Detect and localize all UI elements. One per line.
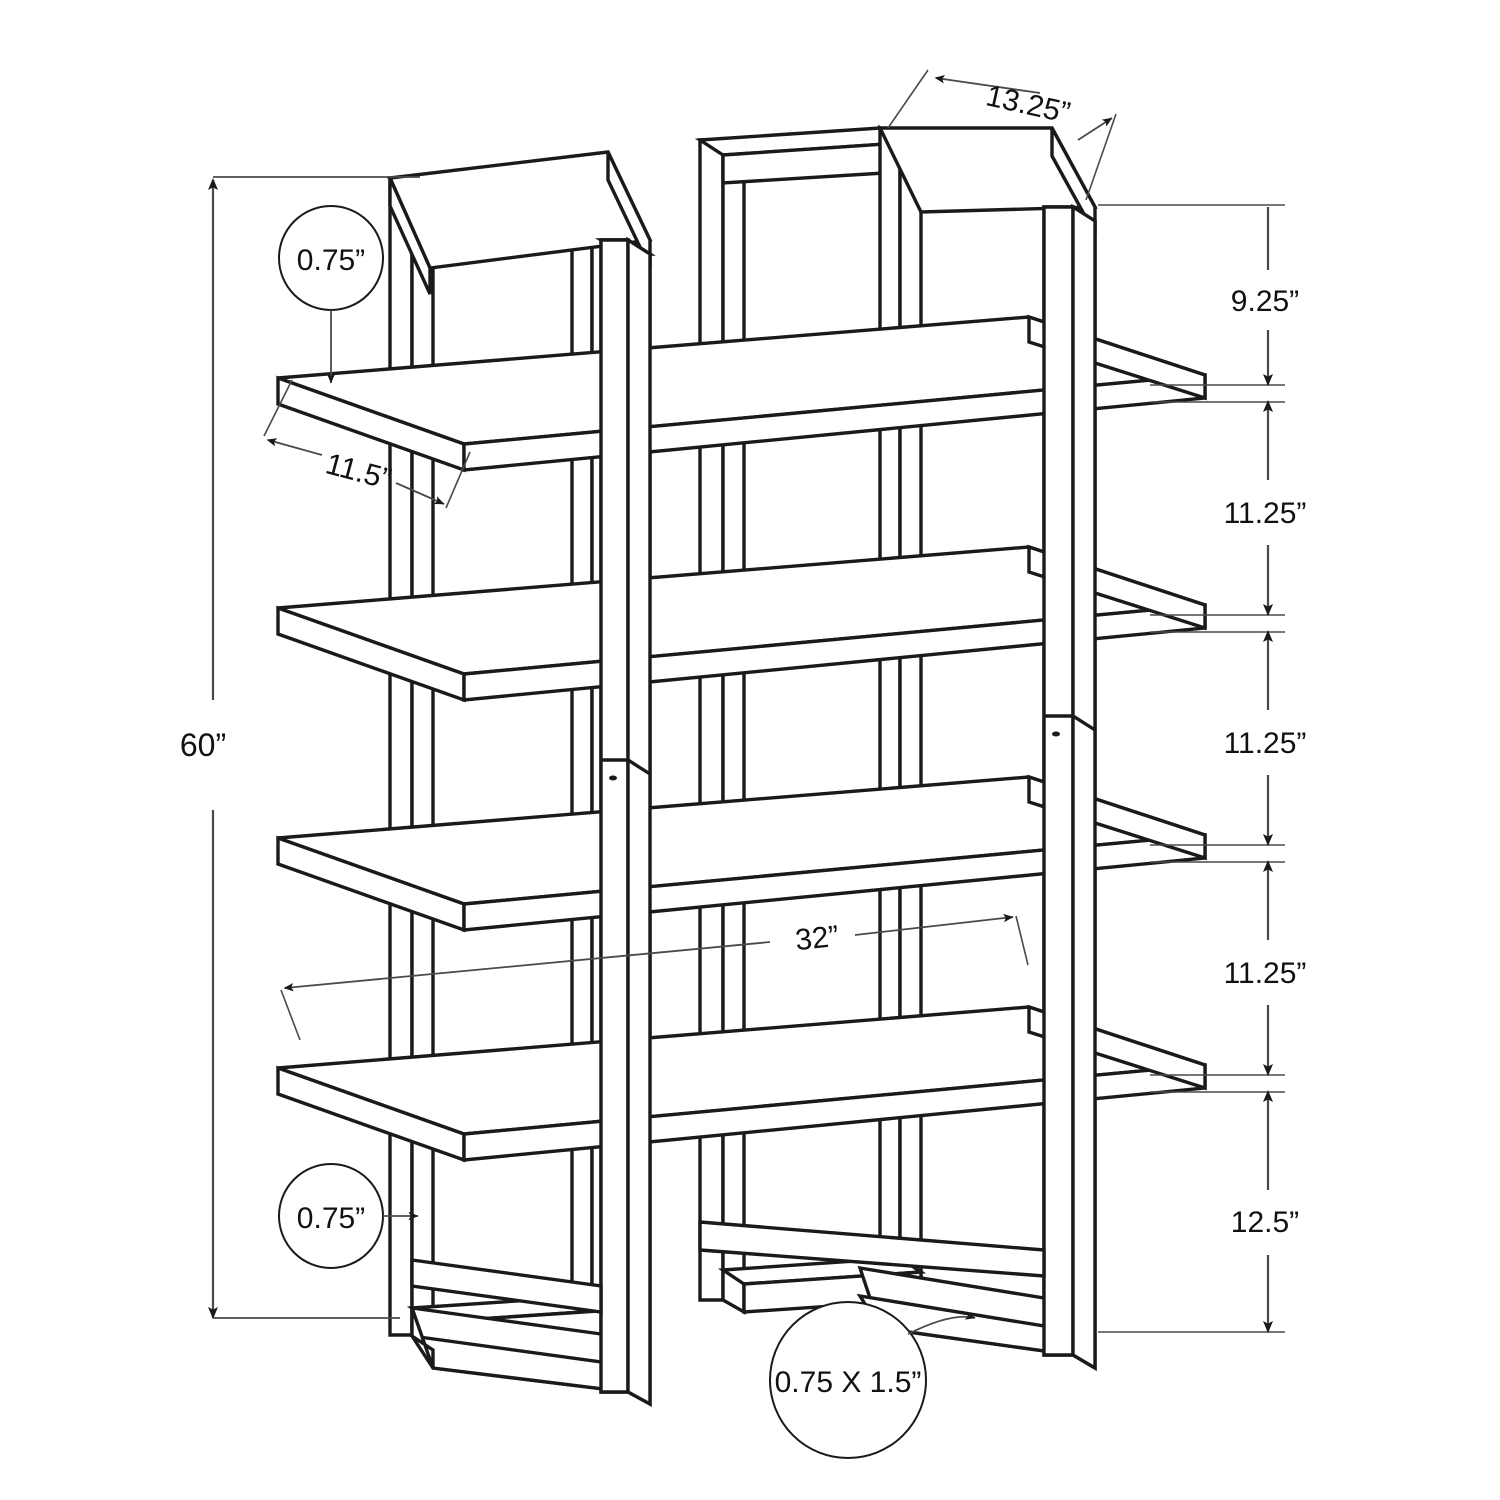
dimension-text-layer: 60” 13.25” 11.5” 32” 0.75” 0.75” 0.75 X … <box>180 79 1307 1399</box>
bookcase-geometry <box>276 124 1207 1407</box>
dim-shelf-depth <box>263 379 471 509</box>
label-thickness-top: 0.75” <box>297 244 365 277</box>
post-joint-left <box>601 758 651 781</box>
dimension-annotations <box>208 69 1285 1459</box>
lower-rear-rails <box>410 1220 1046 1314</box>
label-shelf-depth: 11.5” <box>322 447 394 496</box>
dim-overall-height <box>208 176 420 1319</box>
label-gap-1: 9.25” <box>1231 285 1299 318</box>
label-overall-width: 32” <box>794 920 841 957</box>
left-top-depth-rail <box>387 150 653 295</box>
dim-overall-width <box>280 913 1029 1041</box>
front-left-post-overlay <box>599 236 652 1407</box>
dim-extension-lines-right <box>1098 204 1285 1333</box>
dim-depth-top <box>887 69 1117 201</box>
right-top-depth-rail <box>877 126 1098 235</box>
callout-leader-frame-profile <box>907 1311 976 1335</box>
label-thickness-bottom: 0.75” <box>297 1202 365 1235</box>
callout-circle-frame-profile <box>769 1301 927 1459</box>
rear-right-frame <box>694 124 927 1315</box>
label-depth-top: 13.25” <box>983 79 1073 130</box>
label-overall-height: 60” <box>180 727 226 763</box>
rear-left-frame <box>384 162 619 1352</box>
label-gap-2: 11.25” <box>1224 497 1307 530</box>
label-frame-profile: 0.75 X 1.5” <box>775 1366 922 1399</box>
label-gap-3: 11.25” <box>1224 727 1307 760</box>
label-gap-4: 11.25” <box>1224 957 1307 990</box>
post-joint-right <box>1044 714 1096 737</box>
label-gap-5: 12.5” <box>1231 1206 1299 1239</box>
front-right-post-overlay <box>1042 203 1097 1371</box>
